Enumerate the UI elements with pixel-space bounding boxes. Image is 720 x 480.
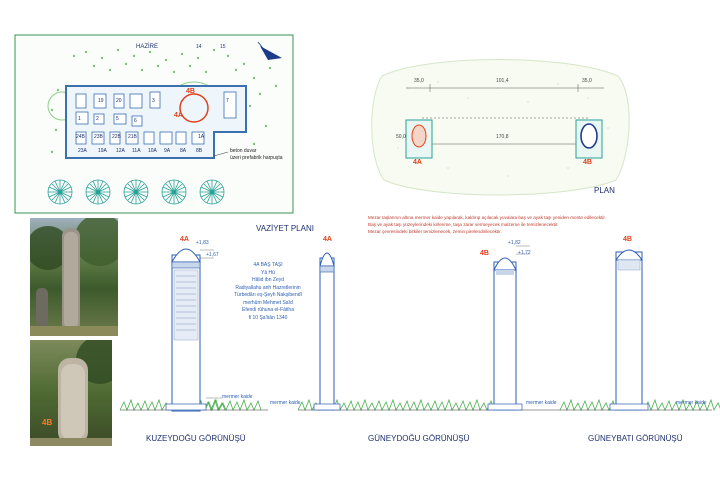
inscription-text: 4A BAŞ TAŞI Yâ Hû Hâlid ibn Zeyd Radiyal…: [218, 262, 318, 322]
inscription-line: Hâlid ibn Zeyd: [252, 277, 284, 283]
photo-4b-art: [30, 340, 112, 446]
grave-number: 9A: [164, 148, 171, 154]
grave-number: 2: [96, 116, 99, 122]
elev2-label-4b: 4B: [480, 250, 489, 257]
plan-title: PLAN: [594, 186, 615, 195]
grave-number: 1: [78, 116, 81, 122]
hazire-label: HAZİRE: [136, 44, 159, 50]
note-line: Mezar çevresindeki bitkiler temizlenecek…: [368, 229, 502, 234]
restoration-notes: Mezar taşlarının altına mermer kaide yap…: [368, 214, 708, 235]
grave-number: 5: [116, 116, 119, 122]
grave-4a-label: 4A: [174, 112, 183, 119]
grave-number: 19: [98, 98, 104, 104]
grave-number: 3: [152, 98, 155, 104]
grave-number: 20: [116, 98, 122, 104]
site-plan-title: VAZİYET PLANI: [256, 224, 314, 233]
photo-label-4b: 4B: [42, 418, 53, 427]
elev1-dim-top: +1,83: [196, 240, 209, 246]
inscription-line: Yâ Hû: [261, 269, 275, 276]
photo-4a-art: [30, 218, 118, 336]
photo-stone-4b: 4B: [30, 340, 112, 446]
grave-number: 1A: [198, 134, 205, 140]
elevation-1-stone: [165, 248, 222, 412]
site-plan-drawing: [14, 34, 294, 214]
grave-number: 24B: [76, 134, 85, 140]
inscription-line: 4A BAŞ TAŞI: [253, 262, 283, 268]
elev2-base-label-right: mermer kaide: [526, 400, 557, 406]
inscription-line: merhûm Mehmet Saîd: [243, 299, 293, 306]
grave-number: 19A: [98, 148, 107, 154]
grave-number: 10A: [148, 148, 157, 154]
photo-stone-4a: [30, 218, 118, 336]
inscription-line: Efendi rûhuna el-Fâtiha: [242, 307, 294, 313]
grave-number: 8B: [196, 148, 203, 154]
dim-height: 50,0: [396, 134, 406, 140]
elevation-2-stone-a: [313, 252, 341, 411]
grave-number: 21B: [128, 134, 137, 140]
plan-view: 35,0 101,4 35,0 170,8 50,0 4A 4B PLAN: [368, 58, 632, 198]
elev2-base-label-left: mermer kaide: [270, 400, 301, 406]
elev1-label-4a: 4A: [180, 236, 189, 243]
plan-view-drawing: [371, 59, 630, 196]
site-plan: HAZİRE 14 15 19 20 3 4A 4B 7 6 5 24B 23B…: [14, 34, 294, 214]
grave-number: 6: [134, 118, 137, 124]
elev2-title: GÜNEYDOĞU GÖRÜNÜŞÜ: [368, 434, 470, 443]
wall-note: beton duvar: [230, 148, 257, 154]
note-line: Baş ve ayak taşı yüzeylerindeki kirlenme…: [368, 222, 559, 227]
grave-number: 12A: [116, 148, 125, 154]
wall-note: üzeri prefabrik harpuşta: [230, 155, 283, 161]
grave-number: 8A: [180, 148, 187, 154]
grave-number: 7: [226, 98, 229, 104]
inscription-line: Radiyallahu anh Hazretlerinin: [235, 284, 301, 291]
grave-number: 23A: [78, 148, 87, 154]
grave-number: 14: [196, 44, 202, 50]
elevation-2-stone-b: [487, 245, 530, 411]
elev1-dim-second: +1,67: [206, 252, 219, 258]
grave-number: 23B: [94, 134, 103, 140]
grave-4b-label: 4B: [186, 88, 195, 95]
elev2-dim-top: +1,82: [508, 240, 521, 246]
dim-middle: 101,4: [496, 78, 509, 84]
dim-spacing: 170,8: [496, 134, 509, 140]
inscription-line: fi 10 Şa'bân 1340: [248, 314, 288, 321]
elev1-title: KUZEYDOĞU GÖRÜNÜŞÜ: [146, 434, 246, 443]
grave-number: 15: [220, 44, 226, 50]
elev3-title: GÜNEYBATI GÖRÜNÜŞÜ: [588, 434, 683, 443]
note-line: Mezar taşlarının altına mermer kaide yap…: [368, 215, 606, 220]
plan-label-4a: 4A: [413, 159, 422, 166]
grave-number: 11A: [132, 148, 141, 154]
elev3-base-label: mermer kaide: [676, 400, 707, 406]
plan-label-4b: 4B: [583, 159, 592, 166]
dim-left: 35,0: [414, 78, 424, 84]
elev2-label-4a: 4A: [323, 236, 332, 243]
inscription-line: Türbedârı eş-Şeyh Nakşibendî: [234, 292, 302, 298]
elev2-dim-second: +1,72: [518, 250, 531, 256]
elevation-3-stone: [609, 249, 649, 411]
elev3-label-4b: 4B: [623, 236, 632, 243]
dim-right: 35,0: [582, 78, 592, 84]
elev1-base-label: mermer kaide: [222, 394, 253, 400]
grave-number: 22B: [112, 134, 121, 140]
